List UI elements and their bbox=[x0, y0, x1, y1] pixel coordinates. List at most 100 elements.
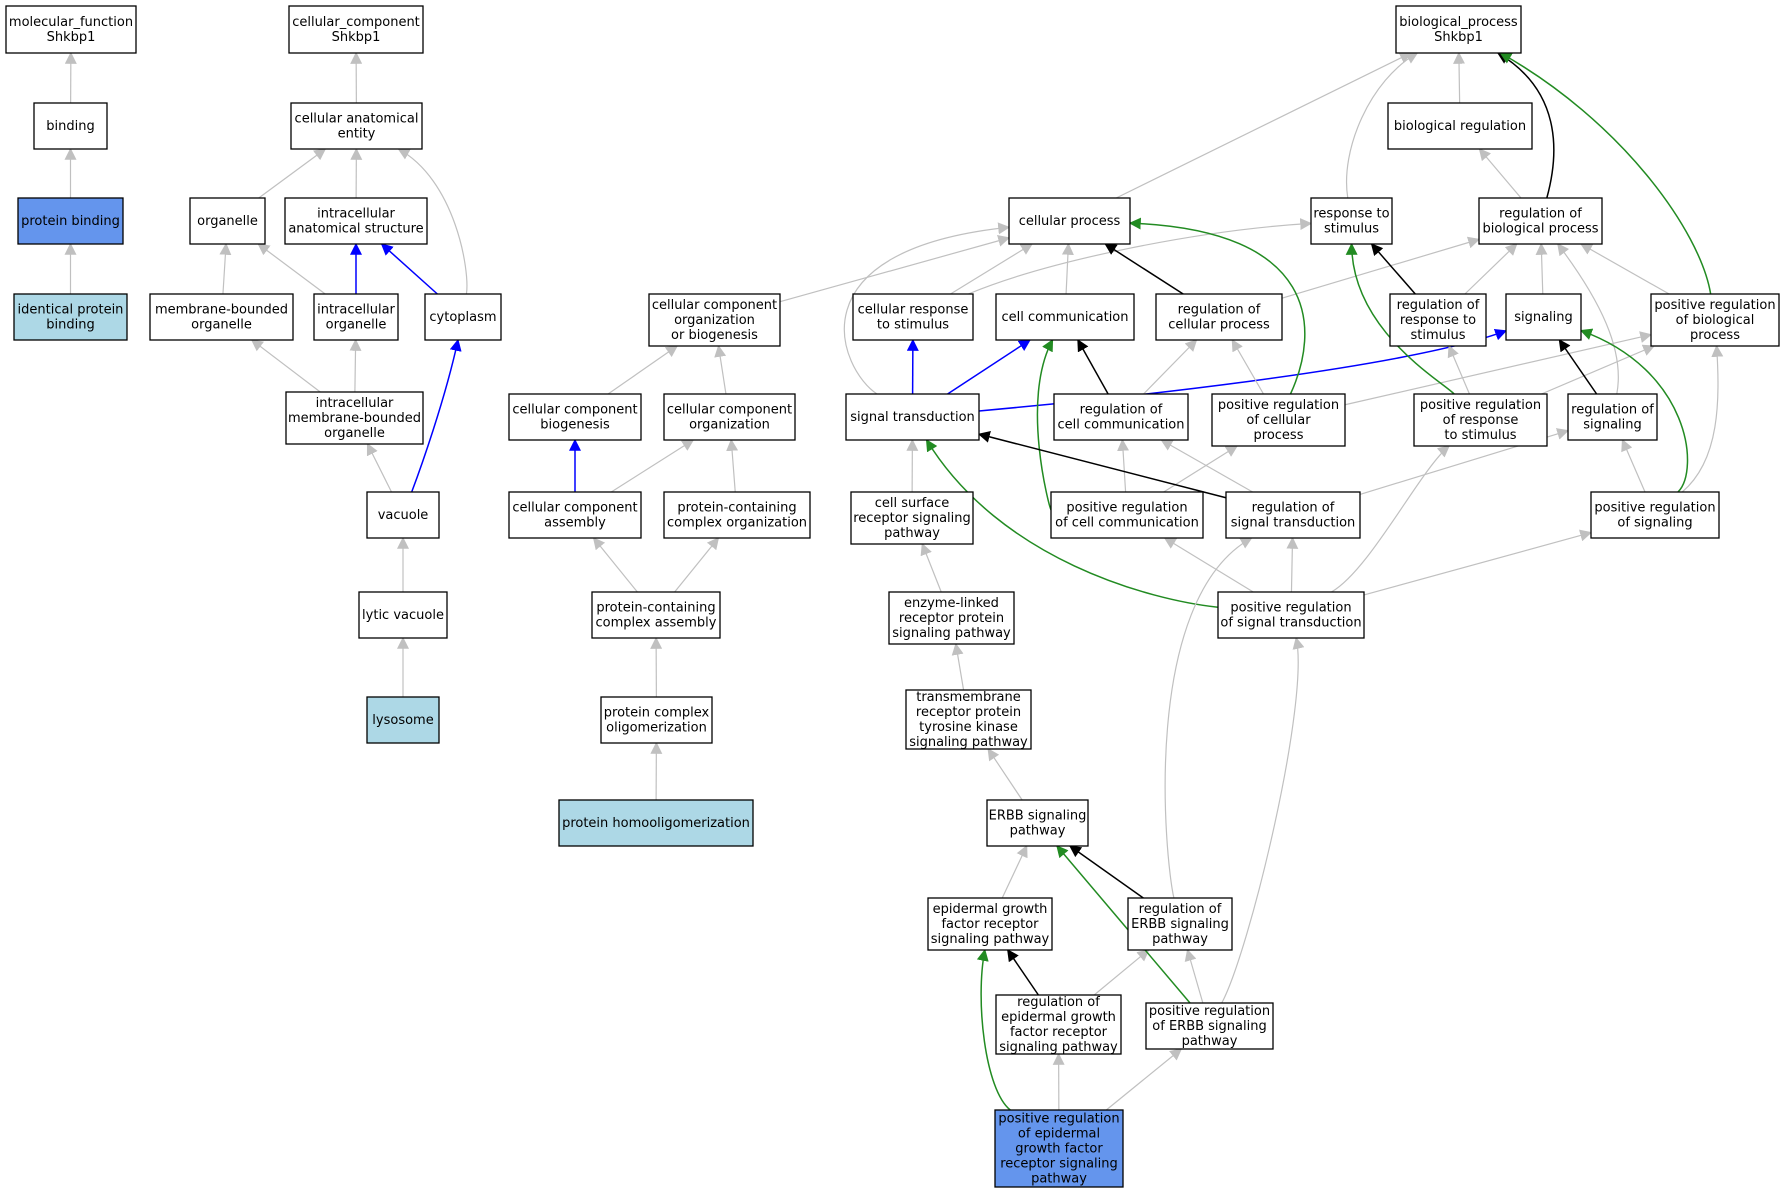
go-term-node-phomo[interactable]: protein homooligomerization bbox=[558, 799, 754, 847]
edge-ccob-to-cellproc bbox=[779, 234, 1011, 303]
go-term-node-signaling[interactable]: signaling bbox=[1505, 293, 1582, 341]
go-term-node-cellproc[interactable]: cellular process bbox=[1008, 197, 1131, 245]
edge-regst-to-regcc bbox=[1160, 439, 1253, 493]
node-label-line: Shkbp1 bbox=[332, 30, 381, 45]
node-box bbox=[1145, 1002, 1274, 1050]
go-term-node-vacuole[interactable]: vacuole bbox=[366, 491, 440, 539]
node-label-line: receptor protein bbox=[899, 611, 1004, 626]
node-box bbox=[13, 293, 128, 341]
go-term-node-lysosome[interactable]: lysosome bbox=[366, 696, 440, 744]
edge-posregsig-to-signaling bbox=[1579, 328, 1689, 493]
node-label-line: of ERBB signaling bbox=[1152, 1019, 1266, 1034]
go-term-node-organelle[interactable]: organelle bbox=[189, 197, 266, 245]
node-box bbox=[1211, 393, 1346, 447]
node-label-line: regulation of bbox=[1178, 303, 1261, 318]
node-box bbox=[995, 994, 1122, 1055]
node-box bbox=[288, 5, 424, 54]
node-label-line: molecular_function bbox=[9, 15, 133, 30]
go-term-node-binding[interactable]: binding bbox=[33, 102, 108, 150]
edge-posregcp-to-posregbp bbox=[1344, 331, 1653, 406]
node-label-line: cellular anatomical bbox=[295, 112, 419, 127]
node-box bbox=[1505, 293, 1582, 341]
go-term-node-lytic[interactable]: lytic vacuole bbox=[358, 591, 448, 639]
node-label-line: organelle bbox=[326, 318, 387, 333]
go-term-node-cytoplasm[interactable]: cytoplasm bbox=[424, 293, 502, 341]
edge-posregbp-to-bp bbox=[1499, 52, 1712, 295]
edge-erbb-to-trtk bbox=[987, 748, 1023, 801]
node-label-line: cellular component bbox=[652, 298, 777, 313]
node-label-line: cytoplasm bbox=[429, 310, 496, 325]
edge-regcp-to-regbp bbox=[1281, 236, 1481, 299]
go-term-node-cellcomm[interactable]: cell communication bbox=[995, 293, 1135, 341]
go-term-node-bioreg[interactable]: biological regulation bbox=[1387, 102, 1533, 150]
edge-vacuole-to-cytoplasm bbox=[410, 338, 462, 493]
node-label-line: organization bbox=[689, 418, 770, 433]
node-label-line: response to bbox=[1400, 313, 1476, 328]
node-label-line: cellular_component bbox=[292, 15, 420, 30]
edge-posregerbb-to-posregst bbox=[1221, 636, 1305, 1004]
node-label-line: of signaling bbox=[1617, 516, 1692, 531]
node-label-line: cellular process bbox=[1019, 214, 1121, 229]
node-label-line: epidermal growth bbox=[1001, 1010, 1116, 1025]
go-term-node-sigtrans[interactable]: signal transduction bbox=[845, 393, 980, 441]
node-label-line: signaling bbox=[1514, 310, 1573, 325]
node-label-line: process bbox=[1690, 328, 1740, 343]
edge-vacuole-to-imbo bbox=[366, 442, 393, 493]
edge-sigtrans-to-cellcomm bbox=[947, 339, 1031, 395]
node-label-line: regulation of bbox=[1397, 298, 1480, 313]
node-box bbox=[17, 197, 124, 245]
node-label-line: Shkbp1 bbox=[47, 30, 96, 45]
node-label-line: vacuole bbox=[378, 508, 429, 523]
node-label-line: of cell communication bbox=[1055, 516, 1199, 531]
edge-posregcc-to-cellcomm bbox=[1036, 338, 1054, 511]
edge-regegfr-to-egfr bbox=[1007, 949, 1040, 996]
node-box bbox=[663, 393, 796, 441]
edge-io-to-organelle bbox=[257, 243, 326, 295]
edge-posregsig-to-posregbp bbox=[1681, 344, 1724, 493]
node-box bbox=[850, 491, 974, 545]
go-term-node-protbind[interactable]: protein binding bbox=[17, 197, 124, 245]
edge-posregcp-to-cellproc bbox=[1128, 217, 1306, 395]
node-label-line: tyrosine kinase bbox=[919, 720, 1018, 735]
node-label-line: cellular component bbox=[512, 403, 637, 418]
